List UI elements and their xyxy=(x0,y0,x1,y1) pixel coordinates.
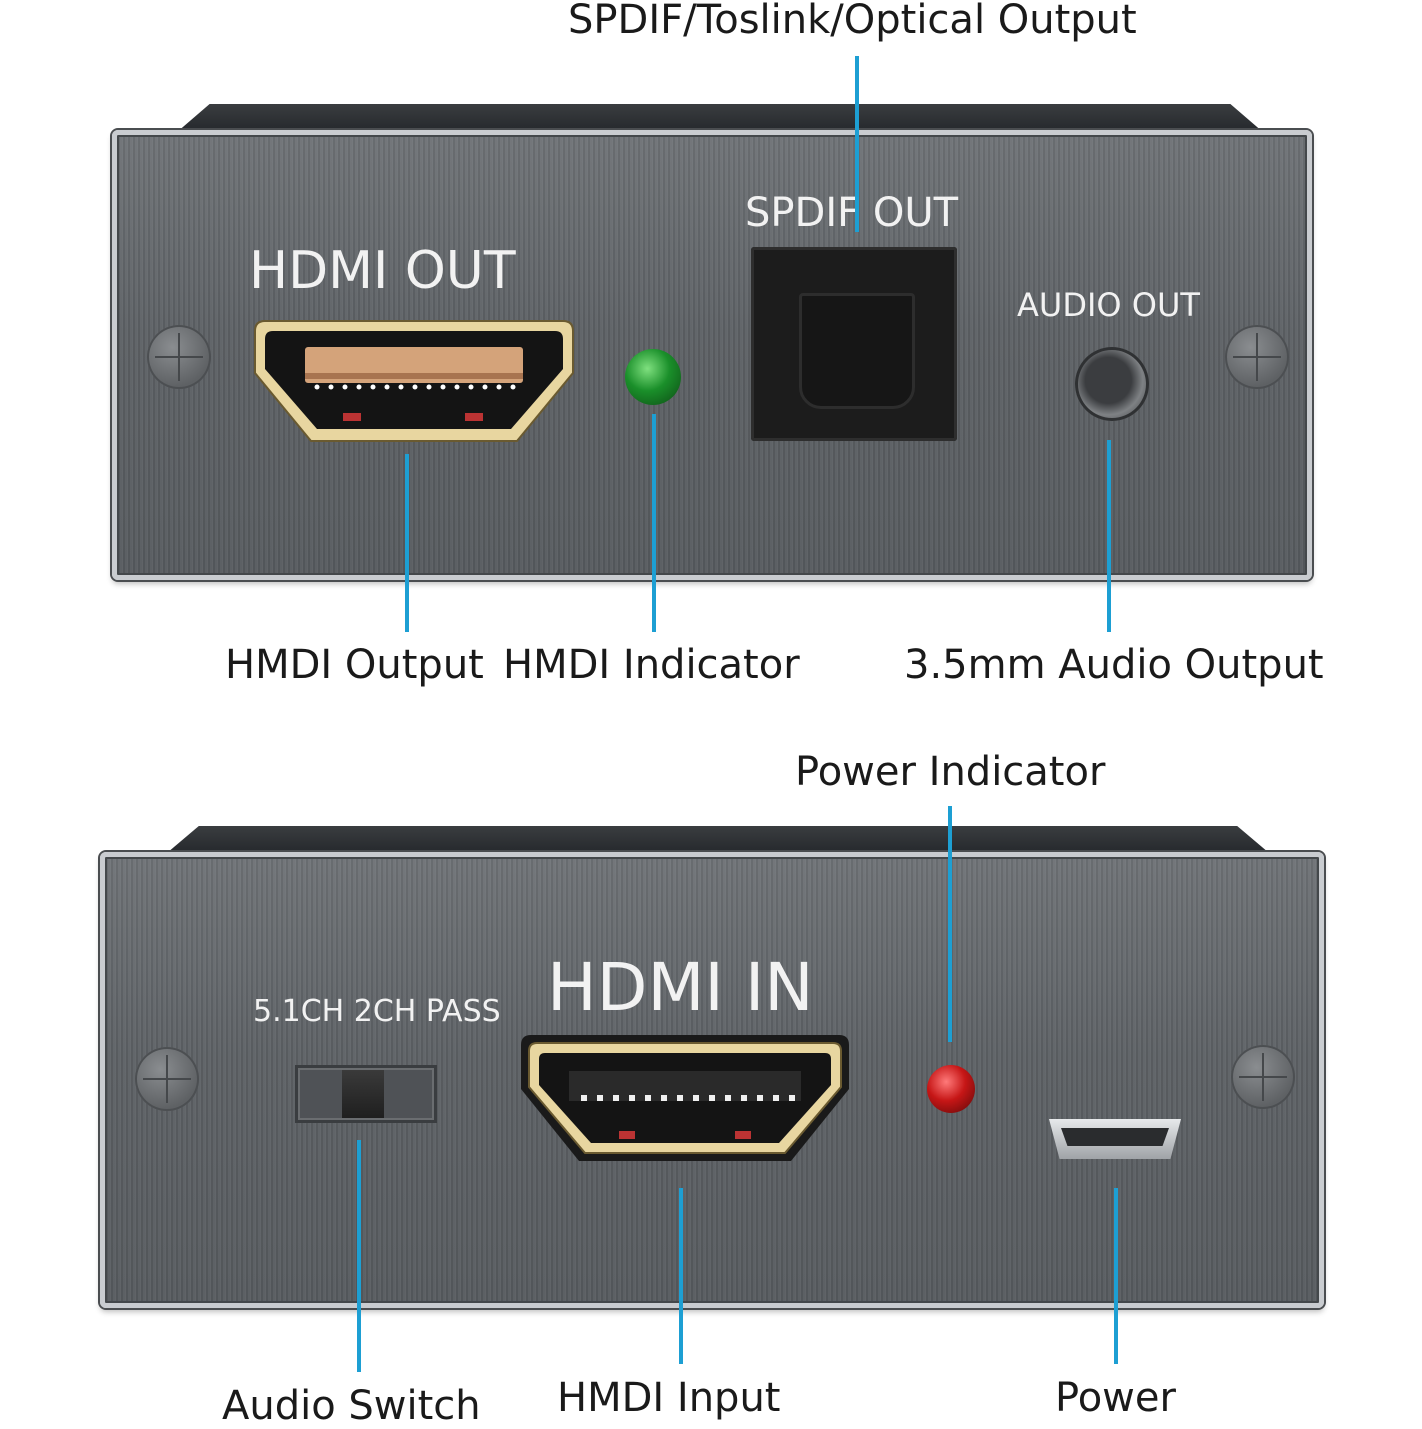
leader-line xyxy=(948,806,952,1042)
audio-mode-switch[interactable] xyxy=(295,1065,437,1123)
audio-out-label: AUDIO OUT xyxy=(1017,286,1200,324)
leader-line xyxy=(1114,1188,1118,1364)
callout-power: Power xyxy=(1055,1375,1176,1421)
hdmi-indicator-led xyxy=(625,349,681,405)
callout-audio-output: 3.5mm Audio Output xyxy=(904,642,1324,688)
leader-line xyxy=(855,56,859,232)
micro-usb-power-port[interactable] xyxy=(1049,1119,1181,1159)
screw-icon xyxy=(135,1047,199,1111)
hdmi-in-port[interactable] xyxy=(517,1031,853,1167)
callout-hdmi-input: HMDI Input xyxy=(557,1375,781,1421)
callout-audio-switch: Audio Switch xyxy=(222,1383,481,1429)
hdmi-out-port[interactable] xyxy=(251,317,577,447)
leader-line xyxy=(405,454,409,632)
bottom-device-panel: 5.1CH 2CH PASS HDMI IN xyxy=(100,852,1324,1308)
callout-hdmi-output: HMDI Output xyxy=(225,642,484,688)
bottom-device-top-edge xyxy=(163,826,1273,856)
top-device-panel: HDMI OUT SPDIF OUT AUDIO OUT xyxy=(112,130,1312,580)
hdmi-in-label: HDMI IN xyxy=(547,949,814,1026)
screw-icon xyxy=(1225,325,1289,389)
leader-line xyxy=(1107,440,1111,632)
callout-power-indicator: Power Indicator xyxy=(795,749,1106,795)
screw-icon xyxy=(147,325,211,389)
leader-line xyxy=(679,1188,683,1364)
audio-jack-port[interactable] xyxy=(1075,347,1149,421)
top-device-top-edge xyxy=(174,104,1266,134)
power-indicator-led xyxy=(927,1065,975,1113)
callout-hdmi-indicator: HMDI Indicator xyxy=(503,642,800,688)
hdmi-out-label: HDMI OUT xyxy=(249,241,516,301)
spdif-optical-port[interactable] xyxy=(751,247,957,441)
screw-icon xyxy=(1231,1045,1295,1109)
leader-line xyxy=(357,1140,361,1372)
spdif-out-label: SPDIF OUT xyxy=(745,190,959,236)
switch-knob[interactable] xyxy=(342,1070,384,1118)
audio-switch-label: 5.1CH 2CH PASS xyxy=(253,994,501,1029)
optical-port-shutter xyxy=(799,293,915,409)
callout-spdif-output: SPDIF/Toslink/Optical Output xyxy=(568,0,1137,43)
leader-line xyxy=(652,414,656,632)
usb-port-opening xyxy=(1061,1128,1169,1146)
